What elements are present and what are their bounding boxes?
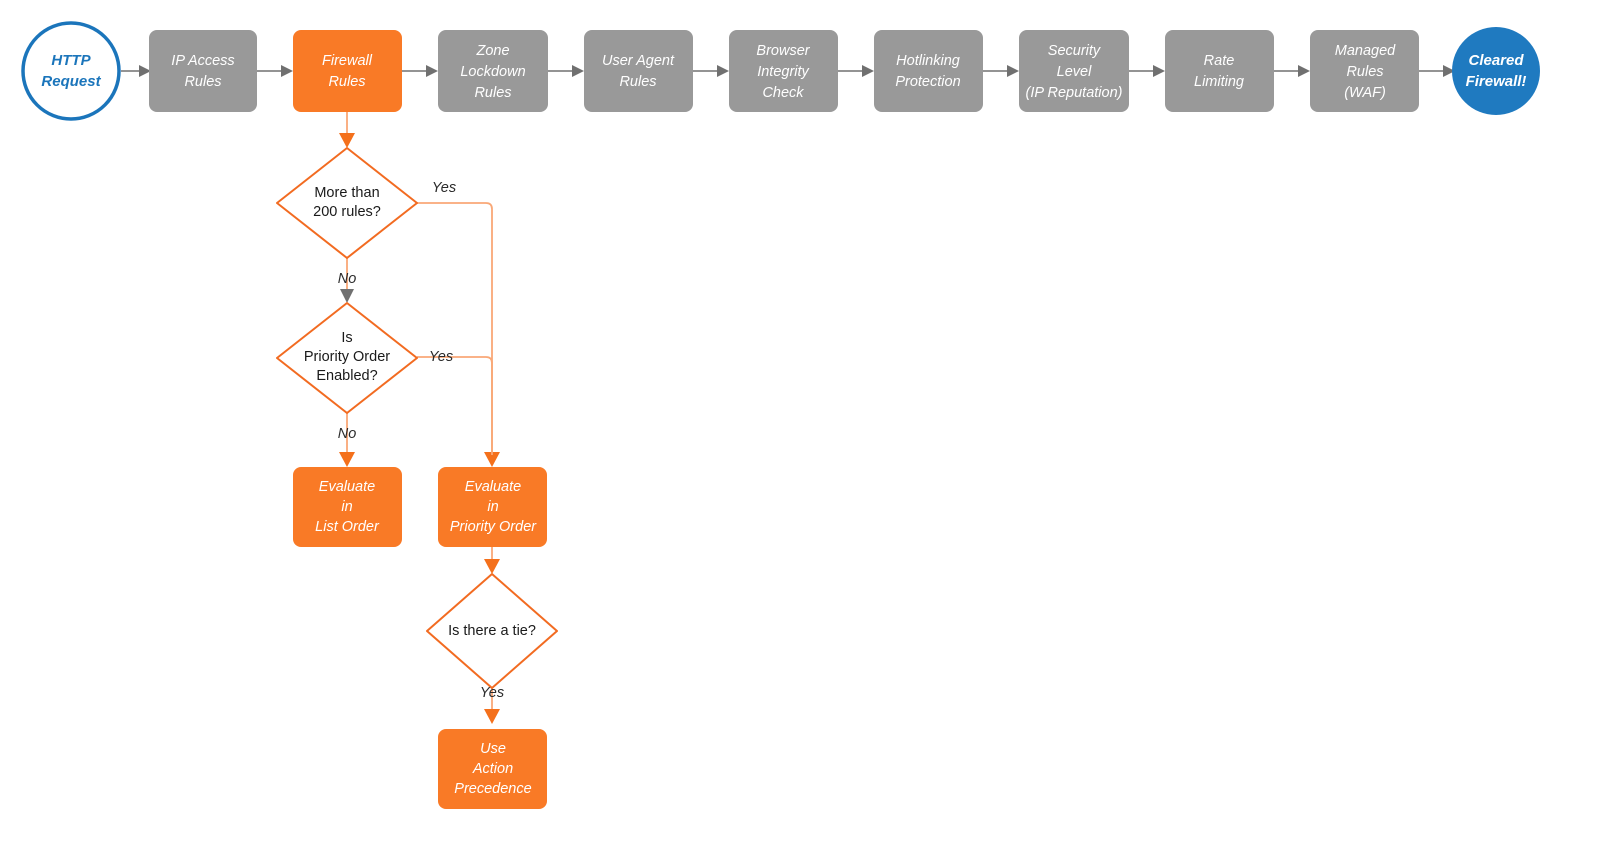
connector-step5-to-step6 [983,65,1019,77]
action-precedence-line2: Action [472,761,513,777]
connector-priorityorder-to-decision3 [484,547,500,574]
connector-decision1-yes [417,202,500,467]
connector-step3-to-step4 [693,65,729,77]
node-http-request[interactable]: HTTP Request [21,21,121,121]
node-firewall-rules[interactable]: Firewall Rules [293,30,402,112]
list-order-line3: List Order [315,519,380,535]
connector-decision1-no [340,253,354,303]
zone-lockdown-line3: Rules [474,85,511,101]
connector-firewall-to-decision1 [339,110,355,148]
priority-order-line3: Priority Order [450,519,537,535]
cleared-firewall-line2: Firewall! [1466,73,1527,90]
edge-label-decision1-no: No [338,271,357,287]
managed-rules-line1: Managed [1335,43,1396,59]
connector-step4-to-step5 [838,65,874,77]
edge-label-decision1-yes: Yes [432,180,456,196]
action-precedence-line1: Use [480,741,506,757]
pipeline-connectors [121,65,1455,77]
firewall-rules-line1: Firewall [322,53,373,69]
decision1-line1: More than [314,185,379,201]
list-order-line1: Evaluate [319,479,375,495]
managed-rules-line3: (WAF) [1344,85,1386,101]
user-agent-rules-line2: Rules [619,74,656,90]
connector-step8-to-end [1419,65,1455,77]
connector-step6-to-step7 [1129,65,1165,77]
browser-integrity-line1: Browser [756,43,810,59]
list-order-line2: in [341,499,352,515]
rate-limiting-line2: Limiting [1194,74,1244,90]
ip-access-rules-line1: IP Access [171,53,234,69]
connector-start-to-step0 [121,65,151,77]
node-decision-is-priority-order-enabled[interactable]: Is Priority Order Enabled? [276,302,418,414]
node-managed-rules-waf[interactable]: Managed Rules (WAF) [1310,30,1419,112]
ip-access-rules-line2: Rules [184,74,221,90]
edge-label-decision2-no: No [338,426,357,442]
node-evaluate-in-priority-order[interactable]: Evaluate in Priority Order [438,467,547,547]
connector-step1-to-step2 [402,65,438,77]
user-agent-rules-line1: User Agent [602,53,675,69]
zone-lockdown-line1: Zone [475,43,509,59]
connector-step2-to-step3 [548,65,584,77]
rate-limiting-line1: Rate [1204,53,1235,69]
edge-label-decision2-yes: Yes [429,349,453,365]
node-zone-lockdown-rules[interactable]: Zone Lockdown Rules [438,30,548,112]
node-user-agent-rules[interactable]: User Agent Rules [584,30,693,112]
browser-integrity-line3: Check [762,85,804,101]
node-security-level[interactable]: Security Level (IP Reputation) [1019,30,1129,112]
node-browser-integrity-check[interactable]: Browser Integrity Check [729,30,838,112]
node-cleared-firewall[interactable]: Cleared Firewall! [1452,27,1540,115]
http-request-label-line2: Request [41,73,101,90]
decision2-line1: Is [341,330,352,346]
firewall-rules-line2: Rules [328,74,365,90]
decision1-line2: 200 rules? [313,204,381,220]
node-decision-more-than-200-rules[interactable]: More than 200 rules? [276,147,418,259]
priority-order-line1: Evaluate [465,479,521,495]
connector-step0-to-step1 [257,65,293,77]
node-evaluate-in-list-order[interactable]: Evaluate in List Order [293,467,402,547]
managed-rules-line2: Rules [1346,64,1383,80]
cleared-firewall-line1: Cleared [1468,52,1524,69]
zone-lockdown-line2: Lockdown [460,64,525,80]
hotlinking-line2: Protection [895,74,960,90]
edge-label-decision3-yes: Yes [480,685,504,701]
connector-decision2-yes [417,356,493,455]
action-precedence-line3: Precedence [454,781,531,797]
decision3-line1: Is there a tie? [448,623,536,639]
decision2-line2: Priority Order [304,349,390,365]
security-level-line1: Security [1048,43,1101,59]
node-ip-access-rules[interactable]: IP Access Rules [149,30,257,112]
browser-integrity-line2: Integrity [757,64,809,80]
http-request-label-line1: HTTP [51,52,91,69]
node-rate-limiting[interactable]: Rate Limiting [1165,30,1274,112]
connector-decision2-no [339,407,355,467]
node-decision-is-there-a-tie[interactable]: Is there a tie? [426,573,558,689]
decision2-line3: Enabled? [316,368,377,384]
node-use-action-precedence[interactable]: Use Action Precedence [438,729,547,809]
priority-order-line2: in [487,499,498,515]
edge-labels: Yes No Yes No Yes [338,180,504,701]
security-level-line2: Level [1057,64,1092,80]
hotlinking-line1: Hotlinking [896,53,960,69]
node-hotlinking-protection[interactable]: Hotlinking Protection [874,30,983,112]
connector-step7-to-step8 [1274,65,1310,77]
branch-connectors [339,110,500,724]
security-level-line3: (IP Reputation) [1026,85,1123,101]
